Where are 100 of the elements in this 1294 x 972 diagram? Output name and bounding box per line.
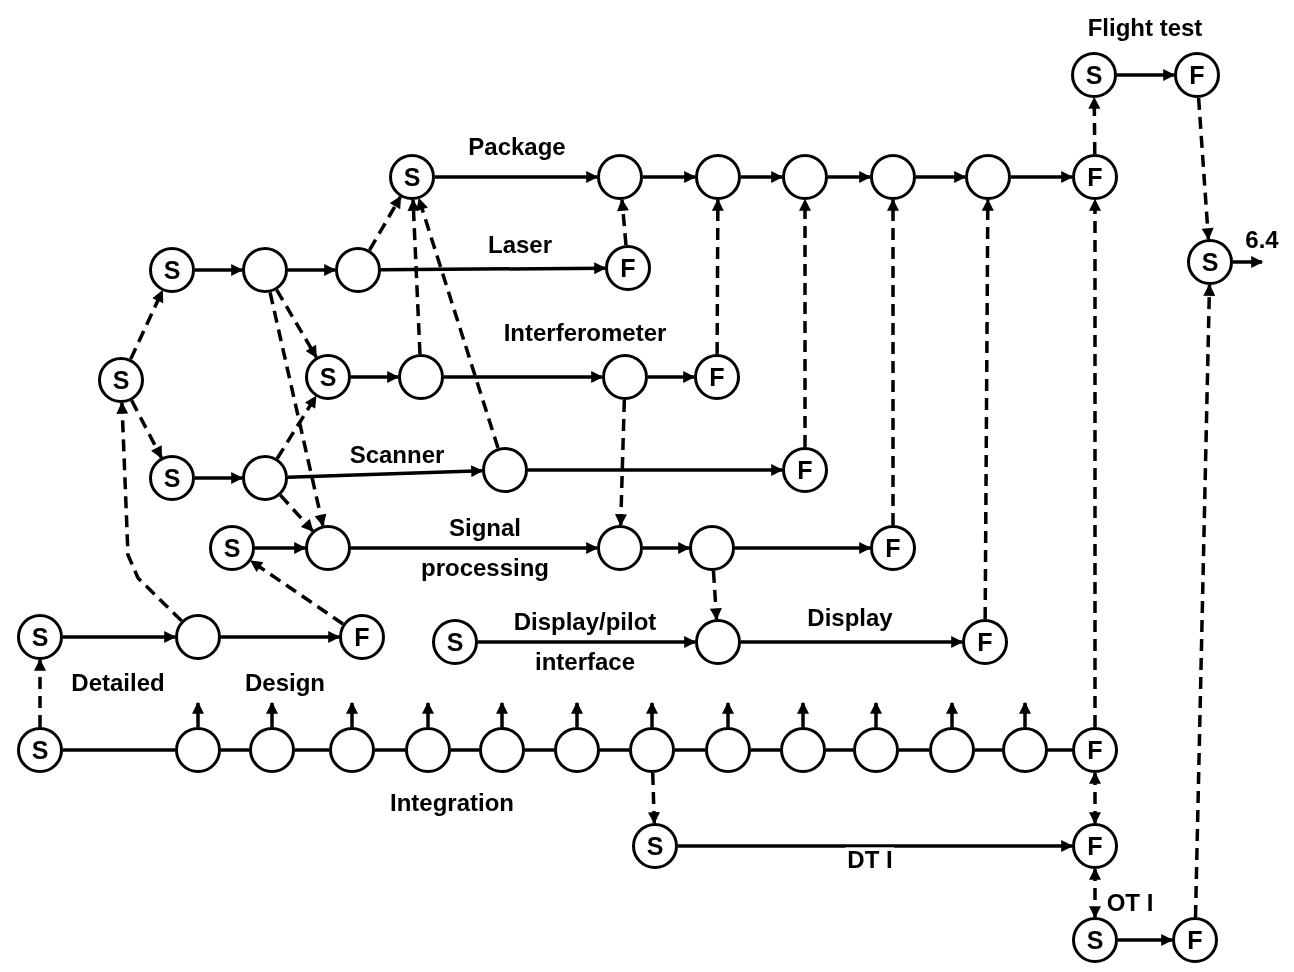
arrow [63, 631, 177, 643]
event-circle [1072, 823, 1118, 869]
event-letter: S [31, 737, 49, 763]
arrow [422, 701, 434, 727]
arrow [722, 701, 734, 727]
dashed-arrow [711, 198, 724, 354]
arrow [946, 701, 958, 727]
dashed-arrow [407, 198, 422, 355]
event-circle [782, 447, 828, 493]
event-circle [389, 154, 435, 200]
event-circle [629, 727, 675, 773]
event-letter: F [885, 535, 901, 561]
arrow [916, 171, 967, 183]
arrow [351, 371, 400, 383]
dashed-arrow [268, 292, 327, 527]
arrow [221, 631, 341, 643]
event-letter: F [1087, 164, 1103, 190]
event-circle [597, 154, 643, 200]
event-circle [870, 525, 916, 571]
arrow [435, 171, 599, 183]
arrow [643, 171, 697, 183]
event-circle [249, 727, 295, 773]
event-circle [1172, 917, 1218, 963]
event-circle [1174, 52, 1220, 98]
event-letter: S [163, 465, 181, 491]
event-circle [175, 727, 221, 773]
dashed-arrow [1193, 283, 1216, 918]
connector-line [899, 748, 929, 752]
arrow [346, 701, 358, 727]
arrow [287, 465, 484, 479]
arrow [1118, 934, 1174, 946]
dashed-arrow [615, 399, 627, 527]
dashed-arrow [250, 559, 344, 626]
event-circle [602, 354, 648, 400]
dashed-arrow [116, 401, 183, 623]
connector-line [295, 748, 329, 752]
connector-line [675, 748, 705, 752]
event-letter: S [112, 367, 130, 393]
event-letter: S [163, 257, 181, 283]
event-circle [929, 727, 975, 773]
arrow [741, 636, 964, 648]
dashed-arrow [1088, 96, 1101, 154]
event-circle [432, 619, 478, 665]
arrow [351, 542, 599, 554]
event-circle [1072, 727, 1118, 773]
dashed-arrow [709, 570, 722, 621]
arrow [528, 464, 784, 476]
event-letter: F [1087, 737, 1103, 763]
arrow [741, 171, 784, 183]
event-letter: F [709, 364, 725, 390]
connector-line [751, 748, 780, 752]
event-circle [405, 727, 451, 773]
event-circle [482, 447, 528, 493]
event-circle [479, 727, 525, 773]
event-circle [870, 154, 916, 200]
event-letter: S [1085, 62, 1103, 88]
arrow [870, 701, 882, 727]
event-circle [554, 727, 600, 773]
dashed-arrow [617, 198, 629, 246]
connector-line [451, 748, 479, 752]
event-circle [780, 727, 826, 773]
dashed-arrow [799, 198, 811, 447]
edge-label: Package [466, 134, 568, 160]
event-circle [962, 619, 1008, 665]
arrow [255, 542, 307, 554]
arrow [571, 701, 583, 727]
event-circle [339, 614, 385, 660]
event-circle [98, 357, 144, 403]
event-letter: S [319, 364, 337, 390]
arrow [1011, 171, 1074, 183]
arrow [496, 701, 508, 727]
arrow [381, 262, 607, 275]
dashed-arrow [981, 198, 994, 619]
connector-line [600, 748, 629, 752]
event-circle [1002, 727, 1048, 773]
event-circle [694, 354, 740, 400]
event-circle [242, 455, 288, 501]
event-letter: S [446, 629, 464, 655]
edge-label: Display/pilot interface [512, 607, 658, 677]
arrow [797, 701, 809, 727]
event-letter: F [797, 457, 813, 483]
event-circle [335, 247, 381, 293]
dashed-arrow [279, 493, 314, 533]
dashed-arrow [1089, 867, 1101, 919]
edge-label: Display [805, 605, 895, 631]
event-circle [305, 525, 351, 571]
edge-label: Integration [388, 790, 516, 816]
arrow [1019, 701, 1031, 727]
dashed-arrow [275, 288, 318, 359]
event-circle [329, 727, 375, 773]
event-circle [782, 154, 828, 200]
dashed-arrow [416, 197, 500, 449]
connector-line [525, 748, 554, 752]
event-letter: F [977, 629, 993, 655]
event-letter: S [403, 164, 421, 190]
event-circle [853, 727, 899, 773]
event-circle [398, 354, 444, 400]
edge-label: Design [243, 670, 327, 696]
event-circle [965, 154, 1011, 200]
event-circle [149, 455, 195, 501]
